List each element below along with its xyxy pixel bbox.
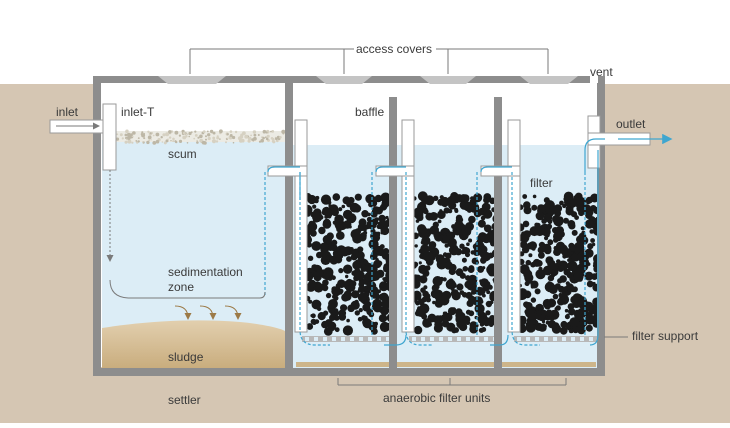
sludge-layer	[102, 320, 285, 368]
access-cover-4	[520, 76, 578, 84]
settler-label: settler	[168, 393, 201, 407]
sedimentation-label: sedimentation	[168, 265, 243, 279]
access-cover-group	[158, 76, 578, 84]
zone-label: zone	[168, 280, 194, 294]
vent-label: vent	[590, 65, 613, 79]
scum-label: scum	[168, 147, 197, 161]
flow-path-solid	[267, 138, 605, 346]
access-cover-2	[316, 76, 372, 84]
access-cover-3	[420, 76, 476, 84]
settler-to-filter-flow	[109, 279, 266, 299]
sludge-bottom-filter	[296, 362, 596, 367]
filter-support-label: filter support	[632, 329, 699, 343]
scum-layer	[115, 129, 286, 145]
outlet-label: outlet	[616, 117, 646, 131]
inlet-label: inlet	[56, 105, 79, 119]
vent-opening	[590, 76, 598, 83]
access-cover-1	[158, 76, 226, 84]
settling-arrows	[174, 305, 242, 320]
baffle-label: baffle	[355, 105, 384, 119]
access-covers-callout	[189, 48, 549, 74]
sludge-label: sludge	[168, 350, 204, 364]
access-covers-label: access covers	[356, 42, 432, 56]
baffle-pipes	[267, 119, 521, 333]
filter-label: filter	[530, 176, 553, 190]
anaerobic-filter-units-label: anaerobic filter units	[383, 391, 490, 405]
inlet-t-label: inlet-T	[121, 105, 155, 119]
flow-path	[264, 172, 586, 346]
filter-units-callout	[337, 378, 567, 386]
